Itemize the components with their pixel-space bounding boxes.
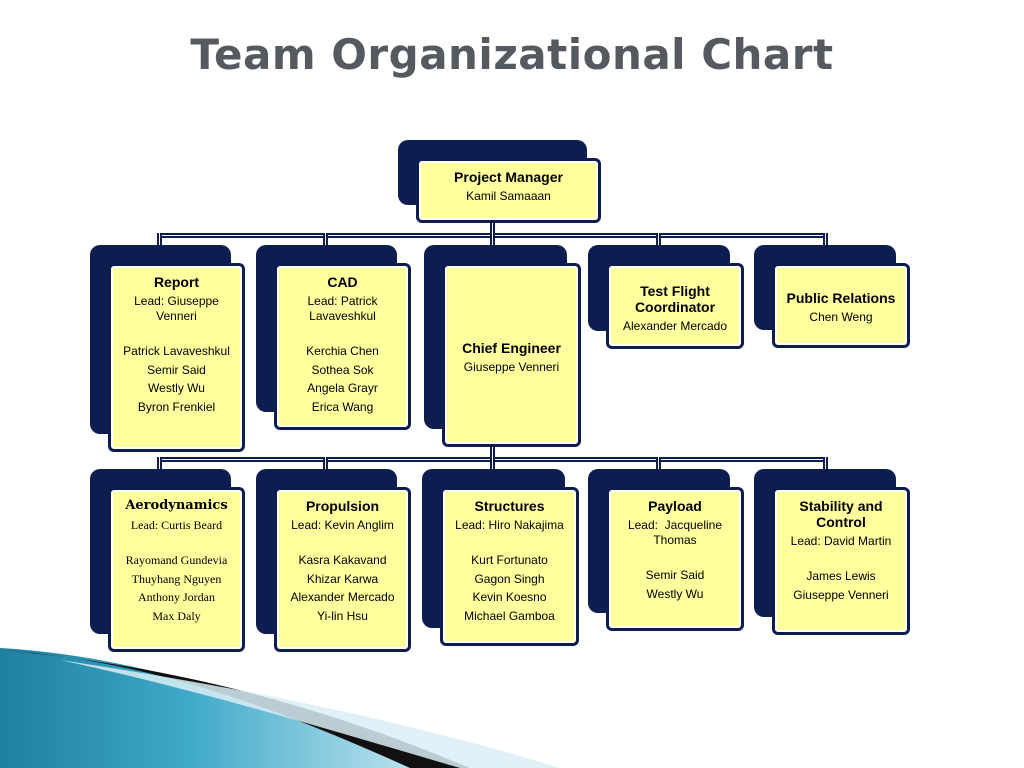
project-manager-node: Project Manager Kamil Samaaan	[398, 140, 601, 223]
node-lead: Lead: David Martin	[790, 534, 892, 548]
node-name: Kamil Samaaan	[466, 189, 551, 203]
payload-node: Payload Lead: Jacqueline Thomas Semir Sa…	[588, 469, 744, 631]
connector	[490, 446, 495, 460]
connector	[490, 222, 495, 236]
node-name: Chen Weng	[809, 310, 873, 324]
member-name: Alexander Mercado	[290, 590, 395, 604]
member-name: Thuyhang Nguyen	[131, 571, 222, 586]
member-name: Westly Wu	[646, 586, 704, 601]
node-title: Public Relations	[786, 290, 896, 306]
node-title: Payload	[648, 498, 702, 514]
connector	[323, 457, 328, 471]
aerodynamics-node: Aerodynamics Lead: Curtis Beard Rayomand…	[90, 469, 245, 652]
member-name: Sothea Sok	[311, 362, 374, 377]
member-name: Erica Wang	[311, 399, 374, 414]
member-name: Anthony Jordan	[138, 590, 215, 604]
member-name: Yi-lin Hsu	[317, 608, 368, 623]
connector	[490, 457, 495, 471]
node-lead: Lead: Hiro Nakajima	[455, 518, 564, 532]
node-name: Giuseppe Venneri	[463, 359, 560, 374]
stability-and-control-node: Stability and Control Lead: David Martin…	[754, 469, 910, 635]
connector	[656, 457, 661, 471]
connector	[656, 233, 661, 247]
connector	[157, 233, 162, 247]
report-node: Report Lead: Giuseppe Venneri Patrick La…	[90, 245, 245, 452]
member-name: Westly Wu	[148, 381, 205, 395]
node-lead: Lead: Giuseppe Venneri	[134, 294, 219, 323]
member-name: Rayomand Gundevia	[125, 553, 228, 567]
member-name: Kurt Fortunato	[471, 553, 548, 567]
member-name: Patrick Lavaveshkul	[123, 344, 230, 358]
connector	[323, 233, 328, 247]
connector	[823, 457, 828, 471]
node-title: Stability and Control	[799, 498, 883, 530]
connector	[823, 233, 828, 247]
node-lead: Lead: Patrick Lavaveshkul	[307, 294, 378, 323]
page-title: Team Organizational Chart	[190, 30, 834, 79]
connector	[157, 457, 162, 471]
member-name: Max Daly	[152, 608, 201, 623]
connector	[490, 233, 495, 247]
node-title: Structures	[474, 498, 545, 514]
member-name: Kasra Kakavand	[298, 553, 387, 567]
member-name: Byron Frenkiel	[137, 399, 216, 414]
member-name: Semir Said	[645, 568, 705, 582]
node-title: Chief Engineer	[462, 339, 561, 356]
node-title: Report	[153, 274, 200, 290]
member-name: Michael Gamboa	[464, 608, 555, 623]
node-lead: Lead: Jacqueline Thomas	[627, 518, 726, 547]
member-name: Kevin Koesno	[472, 590, 547, 604]
member-name: Angela Grayr	[307, 381, 378, 395]
node-title: CAD	[327, 274, 358, 290]
node-title: Aerodynamics	[125, 498, 228, 513]
test-flight-coordinator-node: Test Flight Coordinator Alexander Mercad…	[588, 245, 744, 349]
chief-engineer-node: Chief Engineer Giuseppe Venneri	[424, 245, 581, 447]
member-name: James Lewis	[806, 569, 876, 583]
propulsion-node: Propulsion Lead: Kevin Anglim Kasra Kaka…	[256, 469, 411, 652]
node-title: Test Flight Coordinator	[634, 282, 716, 315]
member-name: Kerchia Chen	[306, 344, 379, 358]
member-name: Giuseppe Venneri	[793, 587, 889, 602]
member-name: Khizar Karwa	[306, 571, 379, 586]
member-name: Semir Said	[147, 362, 206, 377]
node-title: Propulsion	[305, 498, 380, 514]
node-title: Project Manager	[454, 169, 563, 185]
public-relations-node: Public Relations Chen Weng	[754, 245, 910, 348]
member-name: Gagon Singh	[474, 571, 545, 586]
node-lead: Lead: Curtis Beard	[130, 518, 223, 532]
structures-node: Structures Lead: Hiro Nakajima Kurt Fort…	[422, 469, 579, 646]
cad-node: CAD Lead: Patrick Lavaveshkul Kerchia Ch…	[256, 245, 411, 430]
node-lead: Lead: Kevin Anglim	[291, 518, 394, 532]
node-name: Alexander Mercado	[622, 318, 728, 333]
